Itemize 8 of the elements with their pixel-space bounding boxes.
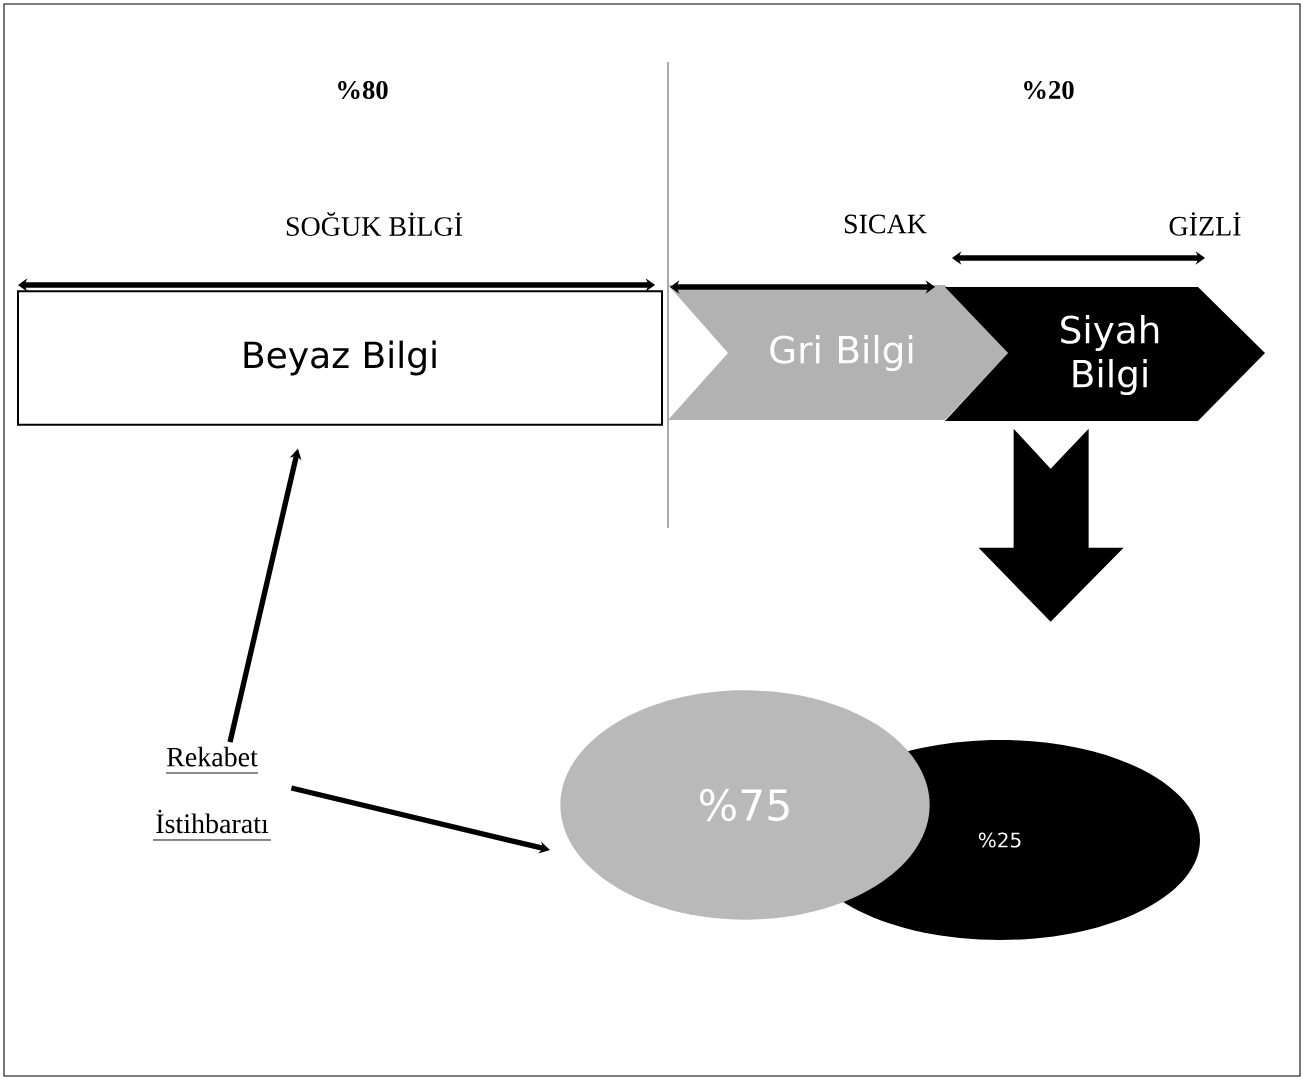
percent-label: %20	[1024, 80, 1074, 100]
category-label: SOĞUK BİLGİ	[286, 212, 463, 236]
percent-label: %80	[338, 80, 388, 100]
category-label: GİZLİ	[1169, 212, 1241, 236]
info-box: Beyaz Bilgi	[17, 290, 663, 426]
text-label: Rekabet İstihbaratı	[156, 746, 269, 834]
category-label: SICAK	[844, 214, 927, 234]
block-arrow	[978, 428, 1124, 622]
